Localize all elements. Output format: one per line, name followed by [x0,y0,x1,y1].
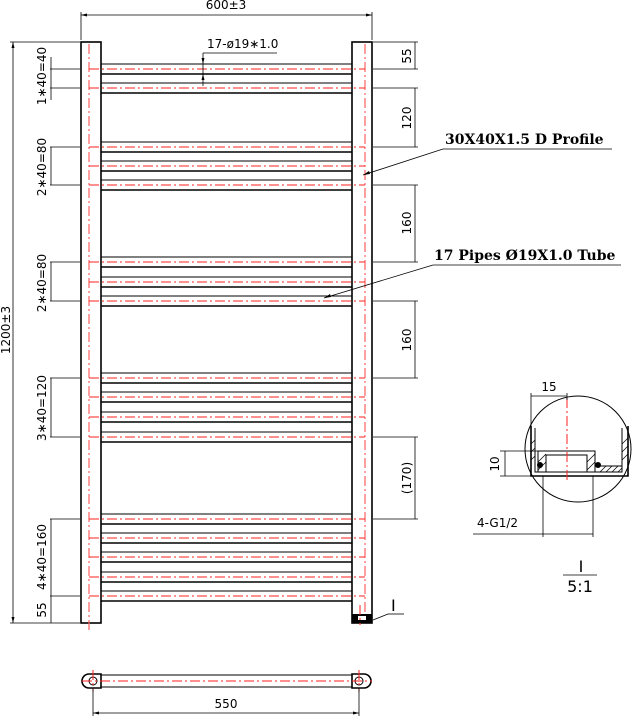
detail-view: 15 10 4-G1/2 I 5:1 [473,380,632,596]
right-dim-5: (170) [400,462,414,494]
left-dim-2: 2∗40=80 [35,138,49,196]
right-dim-1: 55 [400,48,414,63]
left-dim-3: 2∗40=80 [35,254,49,312]
left-dim-5: 4∗40=160 [35,524,49,590]
detail-id: I [579,557,584,576]
pipes-annotation-label: 17 Pipes Ø19X1.0 Tube [434,248,616,264]
detail-height-dim: 10 [488,456,502,471]
right-dim-2: 120 [400,107,414,130]
horizontal-tubes [89,63,365,602]
left-dim-4: 3∗40=120 [35,375,49,441]
tube-callout-label: 17-ø19∗1.0 [207,37,278,51]
right-dim-3: 160 [400,212,414,235]
overall-height-dimension: 1200±3 [0,41,80,624]
thread-label: 4-G1/2 [477,516,518,530]
left-vertical-profile [80,41,102,630]
detail-scale: 5:1 [567,577,593,596]
overall-width-dimension: 600±3 [80,0,373,40]
left-dim-6: 55 [35,602,49,617]
profile-annotation-label: 30X40X1.5 D Profile [445,132,604,148]
pipes-annotation: 17 Pipes Ø19X1.0 Tube [323,248,621,299]
center-distance-label: 550 [215,697,238,711]
right-dim-4: 160 [400,329,414,352]
overall-height-label: 1200±3 [0,306,13,354]
bottom-view: 550 [81,670,372,716]
profile-annotation: 30X40X1.5 D Profile [362,132,612,176]
left-dim-1: 1∗40=40 [35,47,49,105]
overall-width-label: 600±3 [206,0,247,12]
detail-marker: I [372,596,404,621]
left-tube-spacing-dimensions: 1∗40=40 2∗40=80 2∗40=80 3∗40=120 4∗40=16… [35,47,80,623]
right-vertical-profile [351,41,373,625]
tube-callout: 17-ø19∗1.0 [201,37,278,86]
detail-width-dim: 15 [541,380,556,394]
right-spacing-dimensions: 55 120 160 160 (170) [373,41,418,520]
detail-marker-label: I [391,596,396,615]
